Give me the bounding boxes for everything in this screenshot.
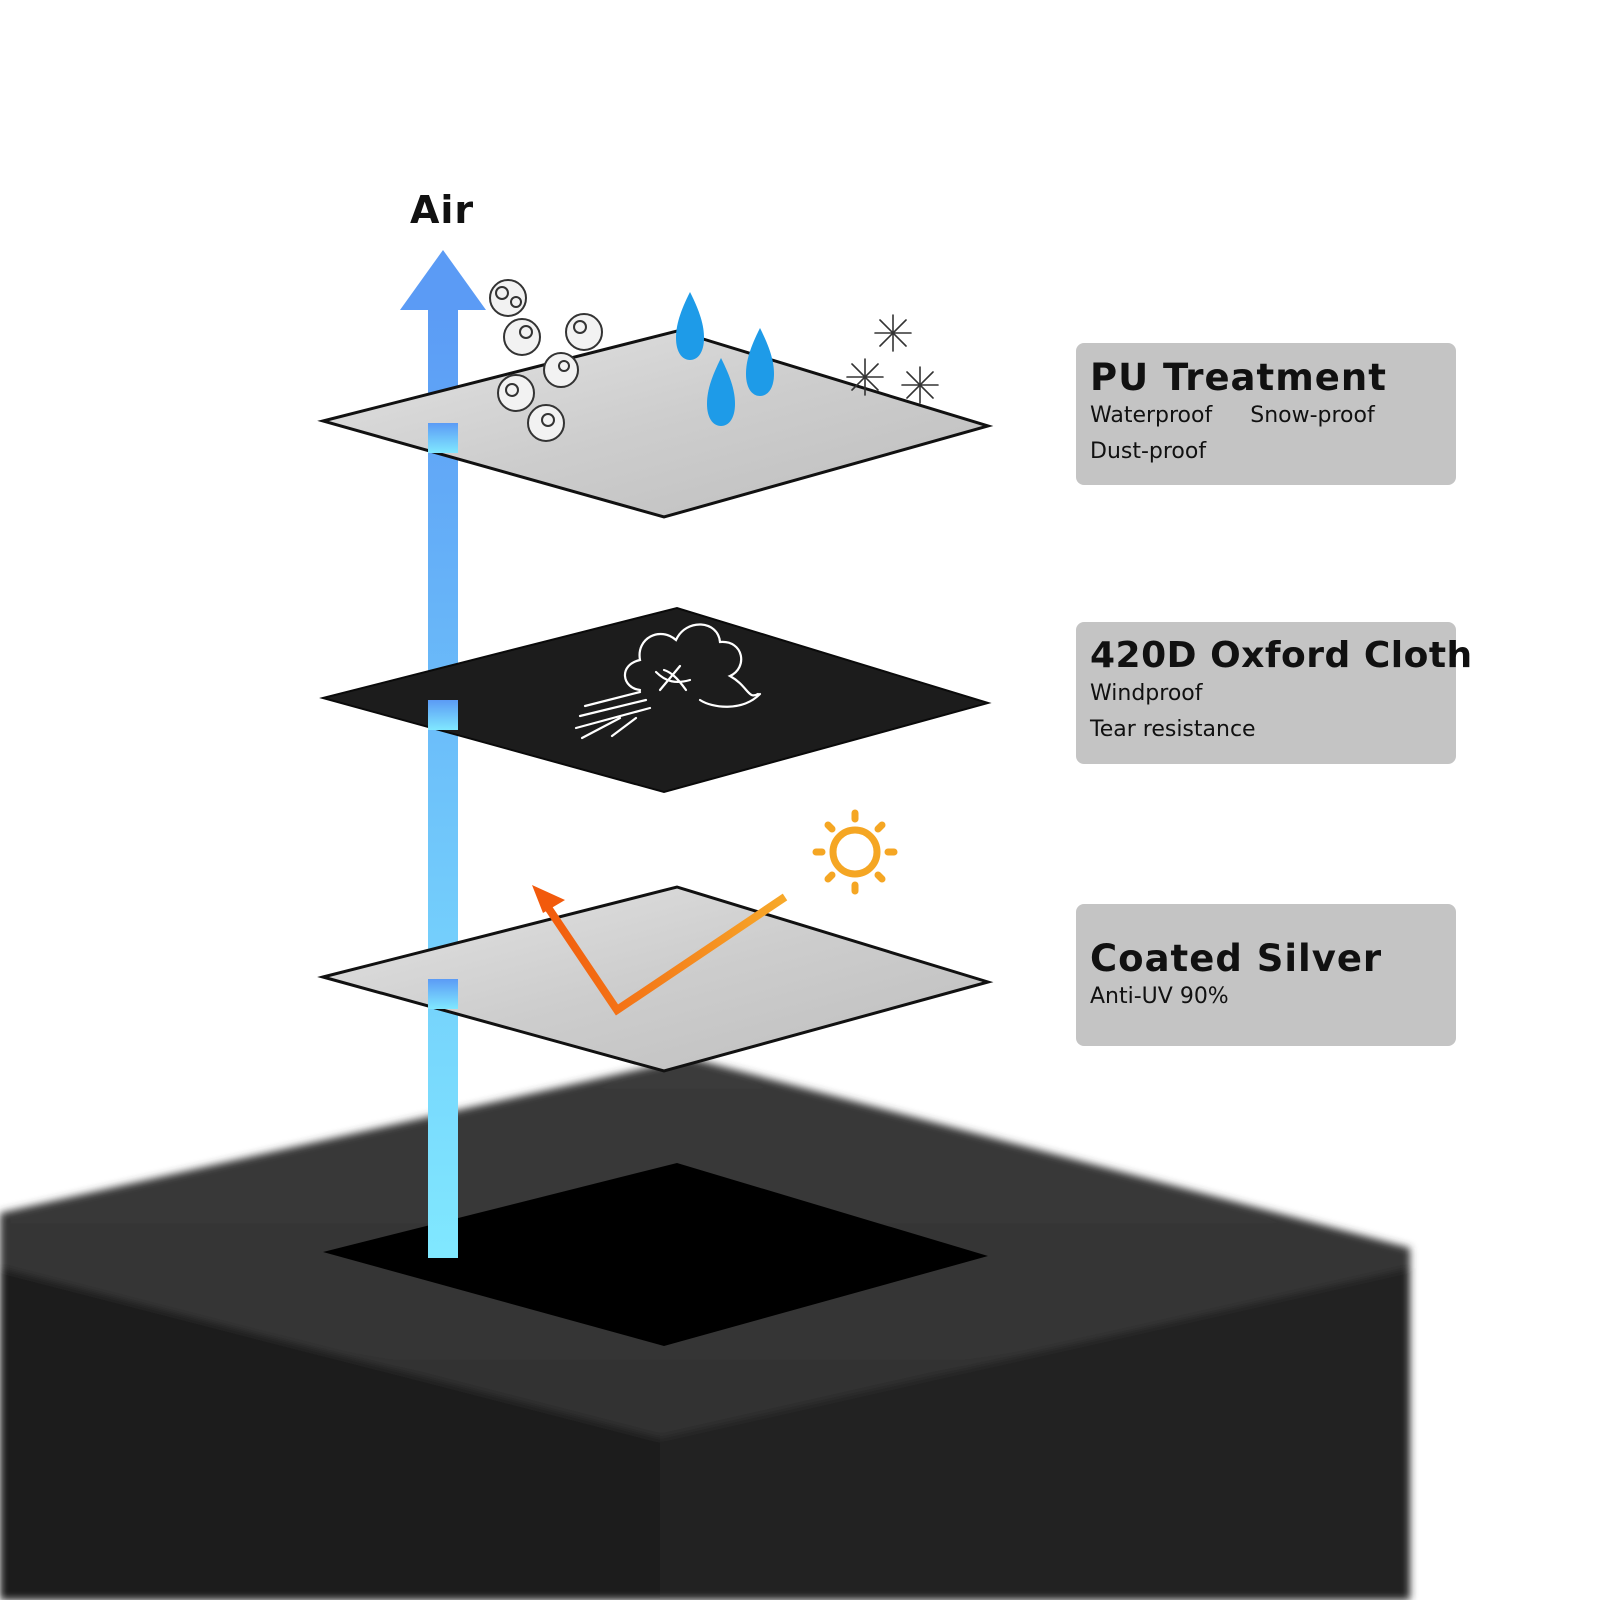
sun-icon <box>812 809 898 895</box>
feature-label: Waterproof <box>1090 403 1213 429</box>
oxford-cloth-card: 420D Oxford Cloth Windproof Tear resista… <box>1076 622 1473 764</box>
air-arrow <box>400 250 486 1258</box>
water-drop-icon <box>676 292 774 426</box>
coated-silver-card: Coated Silver Anti-UV 90% <box>1076 904 1456 1046</box>
feature-label: Anti-UV 90% <box>1090 984 1229 1010</box>
feature-label: Snow-proof <box>1250 403 1375 429</box>
feature-row: Dust-proof <box>1090 434 1442 470</box>
card-title: PU Treatment <box>1090 356 1387 399</box>
feature-label: Windproof <box>1090 681 1203 707</box>
layer-pu-treatment <box>317 329 994 519</box>
pu-treatment-card: PU Treatment Waterproof Snow-proof Dust-p… <box>1076 343 1456 485</box>
card-title: 420D Oxford Cloth <box>1090 635 1473 676</box>
feature-row: Waterproof Snow-proof <box>1090 398 1442 434</box>
air-label: Air <box>410 188 475 232</box>
reflection-arrow-icon <box>532 885 788 1016</box>
layer-coated-silver <box>317 885 994 1073</box>
feature-label: Dust-proof <box>1090 439 1207 465</box>
wind-icon <box>574 623 762 740</box>
dust-icon <box>489 279 603 442</box>
card-title: Coated Silver <box>1090 937 1383 980</box>
layer-oxford-cloth <box>319 606 992 794</box>
feature-label: Tear resistance <box>1090 717 1256 743</box>
base-opening <box>323 1163 988 1346</box>
snowflake-icon <box>846 314 939 404</box>
